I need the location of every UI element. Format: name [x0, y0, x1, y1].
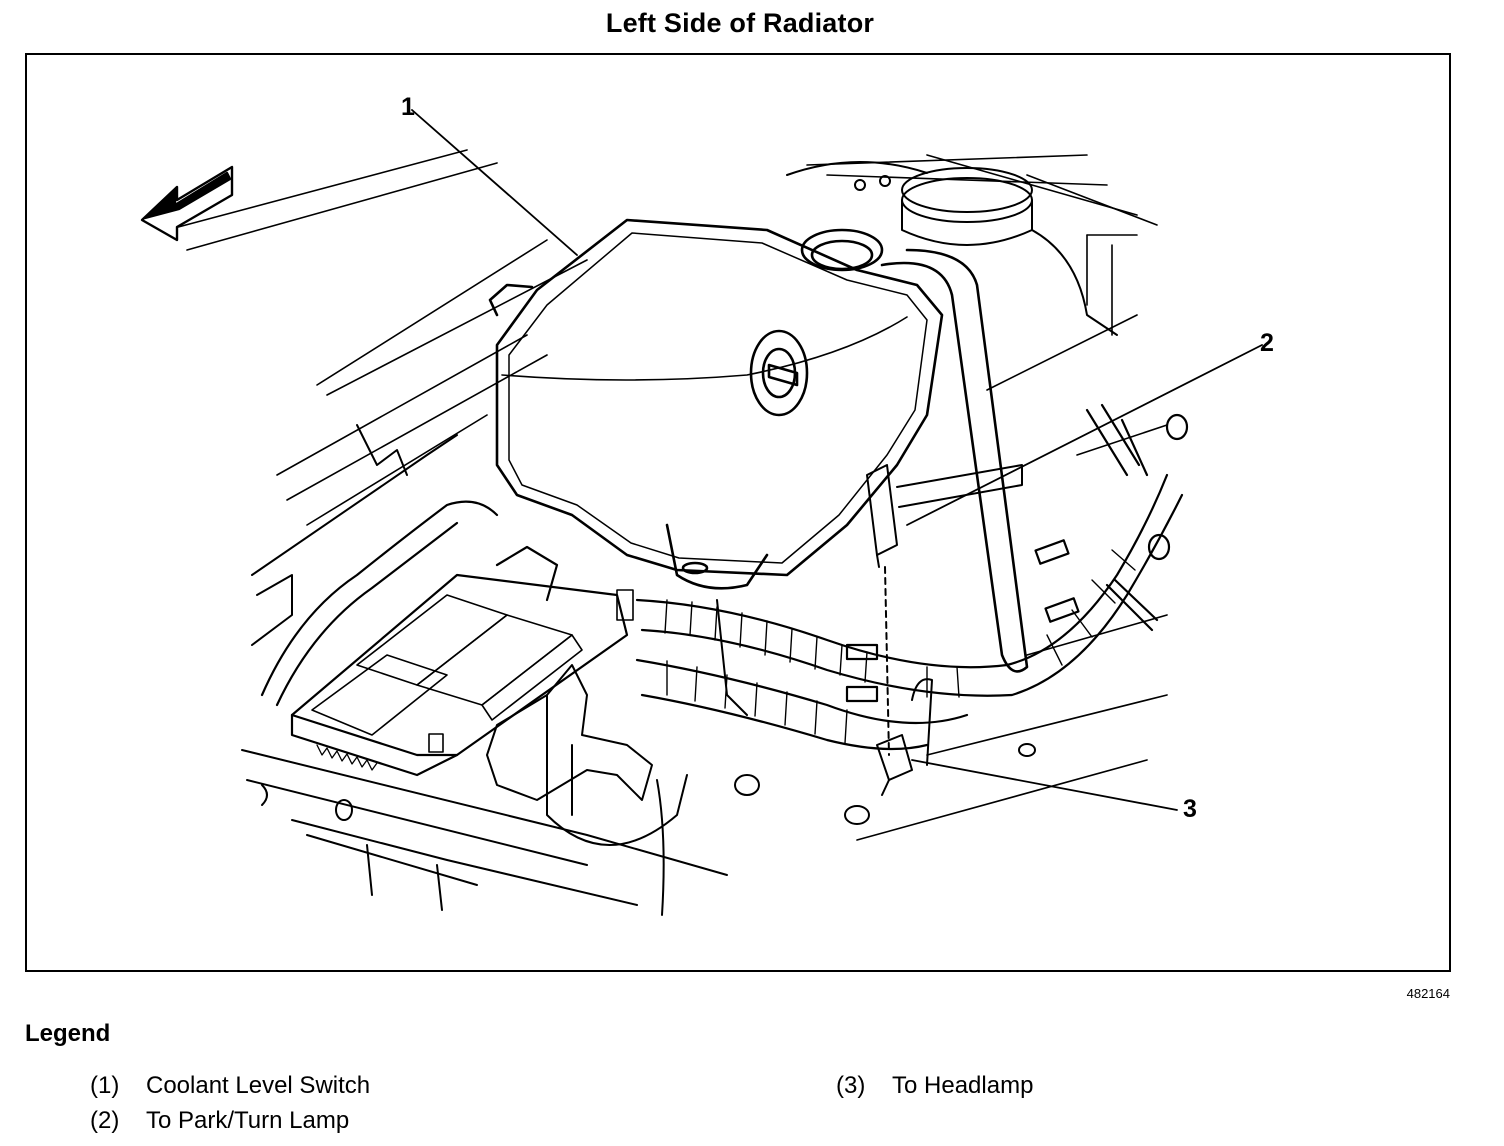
callout-2: 2: [1260, 329, 1274, 357]
fuse-block-bracket: [486, 664, 688, 916]
callout-3: 3: [1183, 795, 1197, 823]
body-panel-lines: [166, 149, 1168, 841]
diagram-title: Left Side of Radiator: [605, 8, 875, 38]
legend-item-label: To Park/Turn Lamp: [146, 1107, 350, 1134]
diagram-frame: 1 2 3: [25, 53, 1451, 972]
leader-lines: [411, 109, 1263, 811]
coolant-level-switch-connector: [866, 464, 1023, 756]
legend-item-label: Coolant Level Switch: [146, 1072, 371, 1099]
legend-item-label: To Headlamp: [892, 1072, 1034, 1099]
front-direction-arrow: [140, 165, 234, 242]
legend-item: (3) To Headlamp: [836, 1072, 1033, 1100]
fuse-block: [290, 545, 634, 777]
engine-bay-illustration: [140, 109, 1263, 916]
legend-item: (2) To Park/Turn Lamp: [90, 1107, 349, 1135]
callout-1: 1: [401, 93, 415, 121]
air-duct: [786, 160, 1118, 336]
wiring-harness: [260, 403, 1189, 751]
legend-item: (1) Coolant Level Switch: [90, 1072, 370, 1100]
figure-number: 482164: [1406, 986, 1450, 1001]
lower-body-panel: [241, 424, 1036, 911]
coolant-reservoir: [488, 218, 1029, 673]
legend-item-number: (2): [90, 1107, 120, 1134]
headlamp-connector: [876, 678, 933, 796]
legend-item-number: (3): [836, 1072, 866, 1099]
legend-item-number: (1): [90, 1072, 120, 1099]
legend-heading: Legend: [25, 1020, 111, 1047]
